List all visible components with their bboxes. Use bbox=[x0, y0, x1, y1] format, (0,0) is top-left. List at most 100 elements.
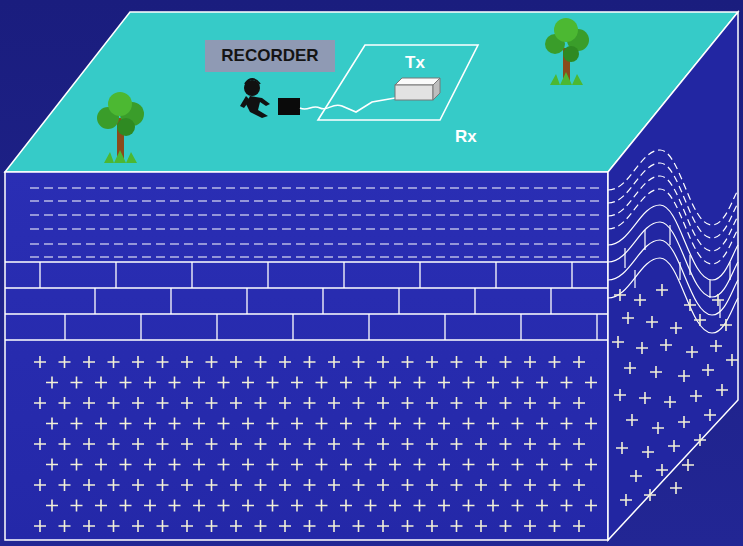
granite-cross bbox=[206, 397, 218, 409]
granite-cross bbox=[340, 377, 352, 389]
granite-cross bbox=[561, 377, 573, 389]
granite-cross bbox=[181, 520, 193, 532]
granite-cross bbox=[291, 418, 303, 430]
granite-cross bbox=[34, 356, 46, 368]
brick-joint bbox=[419, 262, 420, 288]
layer-line bbox=[30, 187, 600, 188]
granite-cross bbox=[316, 459, 328, 471]
granite-cross bbox=[402, 479, 414, 491]
granite-cross bbox=[524, 397, 536, 409]
granite-cross bbox=[157, 520, 169, 532]
granite-cross bbox=[585, 377, 597, 389]
granite-cross bbox=[414, 377, 426, 389]
fold-joint bbox=[679, 262, 680, 280]
granite-cross bbox=[230, 397, 242, 409]
granite-cross bbox=[377, 520, 389, 532]
granite-cross bbox=[169, 418, 181, 430]
granite-cross bbox=[500, 520, 512, 532]
granite-cross bbox=[340, 418, 352, 430]
layer-line bbox=[30, 256, 600, 257]
granite-cross bbox=[83, 520, 95, 532]
granite-cross bbox=[255, 479, 267, 491]
box-top bbox=[395, 78, 440, 85]
granite-cross bbox=[402, 356, 414, 368]
folded-layers bbox=[608, 150, 738, 333]
granite-cross bbox=[242, 418, 254, 430]
fold-joint bbox=[669, 225, 670, 245]
granite-cross bbox=[668, 440, 680, 452]
granite-cross bbox=[716, 384, 728, 396]
brick-joint bbox=[322, 288, 323, 314]
granite-cross bbox=[704, 409, 716, 421]
granite-cross bbox=[316, 377, 328, 389]
granite-cross bbox=[614, 389, 626, 401]
brick-joint bbox=[520, 314, 521, 340]
granite-cross bbox=[402, 520, 414, 532]
fold-line bbox=[608, 258, 738, 333]
granite-cross bbox=[108, 479, 120, 491]
granite-cross bbox=[328, 397, 340, 409]
granite-cross bbox=[549, 520, 561, 532]
brick-joint bbox=[292, 314, 293, 340]
granite-cross bbox=[475, 479, 487, 491]
granite-cross bbox=[726, 354, 738, 366]
sediment-layers bbox=[30, 188, 600, 257]
fold-line bbox=[608, 189, 738, 264]
granite-cross bbox=[95, 459, 107, 471]
granite-cross bbox=[377, 397, 389, 409]
granite-cross bbox=[682, 459, 694, 471]
granite-cross bbox=[108, 438, 120, 450]
instrument-label: RECORDER bbox=[205, 46, 335, 66]
granite-cross bbox=[670, 322, 682, 334]
granite-cross bbox=[678, 416, 690, 428]
granite-cross bbox=[438, 377, 450, 389]
grass bbox=[104, 150, 137, 163]
granite-cross bbox=[475, 438, 487, 450]
tree-foliage bbox=[554, 18, 578, 42]
operator-head bbox=[244, 80, 260, 96]
granite-cross bbox=[646, 316, 658, 328]
granite-cross bbox=[463, 500, 475, 512]
granite-cross bbox=[95, 418, 107, 430]
granite-cross bbox=[626, 414, 638, 426]
granite-cross bbox=[267, 500, 279, 512]
granite-cross bbox=[426, 520, 438, 532]
granite-cross bbox=[475, 520, 487, 532]
granite-cross bbox=[120, 418, 132, 430]
fold-line bbox=[608, 163, 738, 238]
fold-joint bbox=[644, 230, 645, 250]
granite-cross bbox=[650, 366, 662, 378]
granite-cross bbox=[624, 362, 636, 374]
granite-cross bbox=[414, 418, 426, 430]
granite-cross bbox=[438, 418, 450, 430]
granite-cross bbox=[206, 438, 218, 450]
granite-cross bbox=[536, 500, 548, 512]
granite-cross bbox=[710, 340, 722, 352]
granite-cross bbox=[612, 336, 624, 348]
granite-cross bbox=[157, 397, 169, 409]
granite-cross bbox=[365, 377, 377, 389]
brick-joint bbox=[368, 314, 369, 340]
granite-cross bbox=[267, 418, 279, 430]
layer-line bbox=[30, 200, 600, 201]
receiver-loop: RxTx bbox=[318, 45, 478, 120]
brick-joint bbox=[474, 288, 475, 314]
layer-line bbox=[30, 214, 600, 215]
granite-cross bbox=[218, 418, 230, 430]
granite-cross bbox=[230, 438, 242, 450]
granite-cross bbox=[279, 479, 291, 491]
granite-cross bbox=[267, 459, 279, 471]
granite-cross bbox=[46, 418, 58, 430]
granite-cross bbox=[451, 520, 463, 532]
granite-cross bbox=[353, 397, 365, 409]
granite-cross bbox=[169, 459, 181, 471]
granite-cross bbox=[83, 479, 95, 491]
granite-cross bbox=[636, 342, 648, 354]
granite-cross bbox=[193, 377, 205, 389]
fold-joint bbox=[729, 262, 730, 280]
granite-cross bbox=[108, 520, 120, 532]
granite-cross bbox=[316, 418, 328, 430]
recorder-label: RECORDER bbox=[205, 40, 335, 72]
granite-cross bbox=[71, 459, 83, 471]
granite-cross bbox=[365, 500, 377, 512]
